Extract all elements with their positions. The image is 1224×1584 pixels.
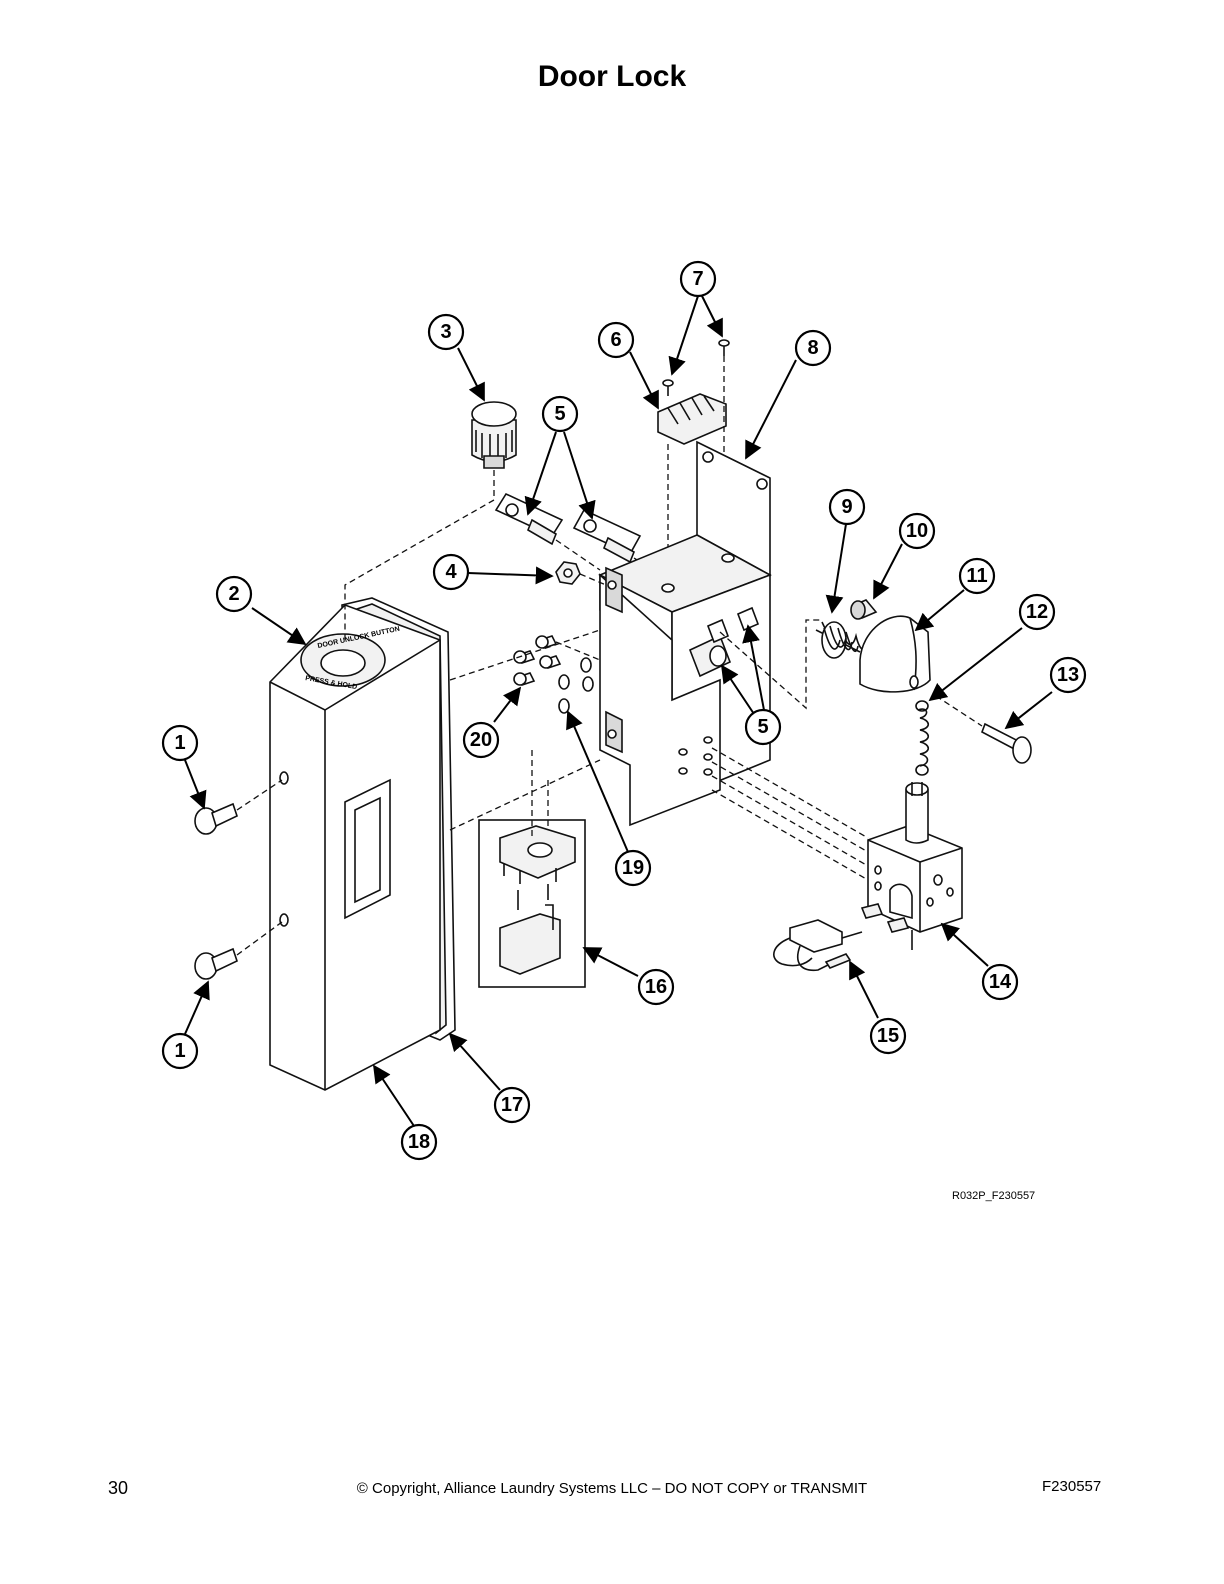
- callout-2: 2: [215, 575, 253, 613]
- callout-19: 19: [614, 849, 652, 887]
- callout-16: 16: [637, 968, 675, 1006]
- callout-9: 9: [828, 488, 866, 526]
- callout-11: 11: [958, 557, 996, 595]
- cap-part-10: [850, 599, 878, 620]
- callout-7: 7: [679, 260, 717, 298]
- callout-5-lower-label: 5: [757, 716, 768, 738]
- copyright-notice: © Copyright, Alliance Laundry Systems LL…: [356, 1480, 868, 1497]
- callout-10: 10: [898, 512, 936, 550]
- callout-3-label: 3: [440, 321, 451, 343]
- callout-8: 8: [794, 329, 832, 367]
- callout-6: 6: [597, 321, 635, 359]
- callout-8-label: 8: [807, 337, 818, 359]
- callout-6-label: 6: [610, 329, 621, 351]
- callout-13: 13: [1049, 656, 1087, 694]
- callout-1-upper: 1: [161, 724, 199, 762]
- callout-19-label: 19: [622, 857, 644, 879]
- callout-9-label: 9: [841, 496, 852, 518]
- callout-14-label: 14: [989, 971, 1012, 993]
- callout-11-label: 11: [966, 565, 987, 587]
- push-button-knob-part-3: [344, 401, 517, 640]
- callout-17-label: 17: [501, 1094, 523, 1116]
- suppressor-part-15: [773, 919, 863, 971]
- screw-part-1: [194, 779, 283, 980]
- cam-part-11: [859, 615, 931, 693]
- callout-5-upper-label: 5: [554, 403, 565, 425]
- callout-12: 12: [1018, 593, 1056, 631]
- document-code: F230557: [1042, 1478, 1102, 1495]
- callout-16-label: 16: [645, 976, 667, 998]
- callout-5-upper: 5: [541, 395, 579, 433]
- door-lock-housing: DOOR UNLOCK BUTTON PRESS & HOLD: [269, 597, 456, 1091]
- callout-15: 15: [869, 1017, 907, 1055]
- screws-part-20-and-washers-part-19: [449, 629, 601, 831]
- callout-13-label: 13: [1057, 664, 1079, 686]
- leader-lines: [184, 295, 1053, 1127]
- spring-plate-parts-5: [494, 492, 661, 575]
- callout-18: 18: [400, 1123, 438, 1161]
- callout-7-label: 7: [692, 268, 703, 290]
- callout-15-label: 15: [877, 1025, 899, 1047]
- callout-14: 14: [981, 963, 1019, 1001]
- callout-4-label: 4: [445, 561, 457, 583]
- callout-12-label: 12: [1026, 601, 1048, 623]
- callout-1-lower-label: 1: [174, 1040, 185, 1062]
- callout-2-label: 2: [228, 583, 239, 605]
- switch-assembly-part-16: [478, 750, 586, 988]
- callout-1-lower: 1: [161, 1032, 199, 1070]
- figure-code: R032P_F230557: [952, 1190, 1036, 1202]
- callout-5-lower: 5: [744, 708, 782, 746]
- spring-part-12: [915, 700, 930, 776]
- callout-1-upper-label: 1: [174, 732, 185, 754]
- spring-part-9: [815, 621, 869, 659]
- page-title: Door Lock: [537, 60, 687, 93]
- screw-part-13: [935, 695, 1032, 764]
- mounting-bracket-part-8: [598, 440, 772, 827]
- nut-part-4: [555, 561, 607, 586]
- callout-17: 17: [493, 1086, 531, 1124]
- callout-4: 4: [432, 553, 470, 591]
- callout-20: 20: [462, 721, 500, 759]
- callout-20-label: 20: [470, 729, 492, 751]
- solenoid-part-14: [711, 747, 963, 950]
- callout-18-label: 18: [408, 1131, 430, 1153]
- page-number: 30: [108, 1478, 129, 1498]
- callout-10-label: 10: [906, 520, 928, 542]
- callout-3: 3: [427, 313, 465, 351]
